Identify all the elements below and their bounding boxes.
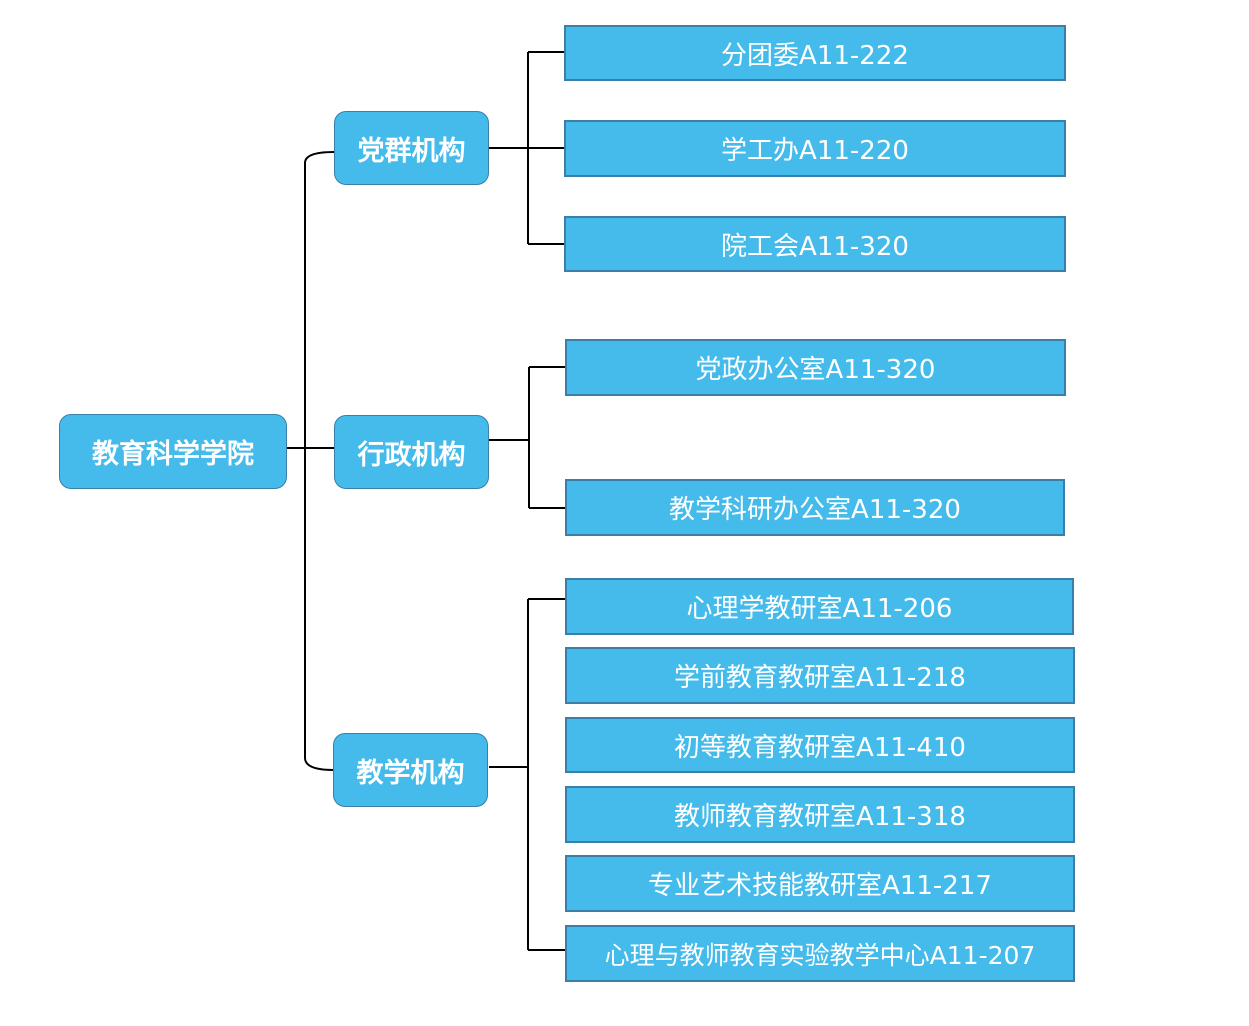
group-node-admin: 行政机构 [334, 415, 489, 489]
connector-group1-children [489, 51, 565, 245]
leaf-node: 心理学教研室A11-206 [565, 578, 1074, 635]
leaf-node: 心理与教师教育实验教学中心A11-207 [565, 925, 1075, 982]
leaf-node: 教师教育教研室A11-318 [565, 786, 1075, 843]
leaf-node: 党政办公室A11-320 [565, 339, 1066, 396]
leaf-node: 分团委A11-222 [564, 25, 1066, 81]
connector-group2-children [489, 366, 566, 509]
connector-root-group3 [304, 448, 335, 771]
leaf-node: 学工办A11-220 [564, 120, 1066, 177]
root-node: 教育科学学院 [59, 414, 287, 489]
group-node-party: 党群机构 [334, 111, 489, 185]
leaf-node: 专业艺术技能教研室A11-217 [565, 855, 1075, 912]
leaf-node: 学前教育教研室A11-218 [565, 647, 1075, 704]
leaf-node: 初等教育教研室A11-410 [565, 717, 1075, 773]
group-node-teaching: 教学机构 [333, 733, 488, 807]
leaf-node: 教学科研办公室A11-320 [565, 479, 1065, 536]
connector-group3-children [489, 598, 566, 951]
connector-root-group1 [287, 151, 335, 449]
leaf-node: 院工会A11-320 [564, 216, 1066, 272]
